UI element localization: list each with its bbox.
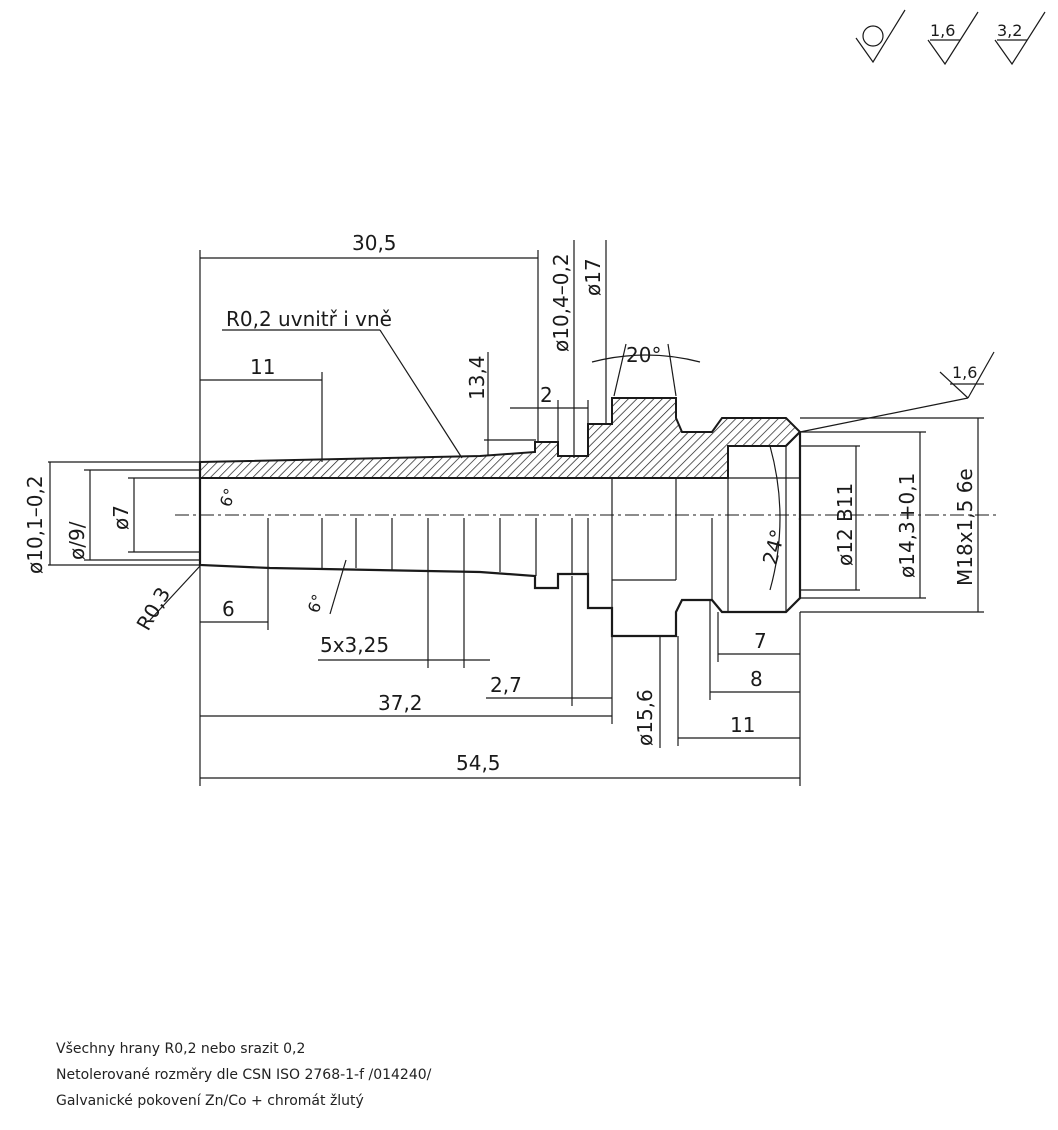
finish-symbol-general — [855, 9, 906, 64]
dim-angle-20: 20° — [626, 343, 661, 367]
dim-d-17: ø17 — [581, 258, 605, 296]
surface-finish-symbols: 1,6 3,2 — [855, 9, 1046, 66]
dim-d-9: ø/9/ — [65, 521, 89, 560]
dim-d-7: ø7 — [109, 505, 133, 530]
dim-angle-6-bottom: 6° — [304, 592, 328, 616]
note-line-3: Galvanické pokovení Zn/Co + chromát žlut… — [56, 1093, 364, 1109]
dim-8: 8 — [750, 667, 763, 691]
dim-finish-1-6: 1,6 — [952, 363, 977, 382]
dim-r-0-3: R0,3 — [132, 583, 176, 635]
finish-symbol-1-6: 1,6 — [927, 11, 979, 66]
drawing-notes: Všechny hrany R0,2 nebo srazit 0,2 Netol… — [56, 1036, 431, 1114]
part-outline-lower — [198, 432, 802, 638]
dim-6: 6 — [222, 597, 235, 621]
note-line-1: Všechny hrany R0,2 nebo srazit 0,2 — [56, 1041, 306, 1057]
dimension-labels: 30,5 R0,2 uvnitř i vně 11 ø10,4–0,2 ø17 … — [23, 231, 977, 775]
finish-label-1-6: 1,6 — [930, 21, 955, 40]
dim-d-12: ø12 B11 — [833, 483, 857, 566]
dim-2-7: 2,7 — [490, 673, 522, 697]
dim-d-15-6: ø15,6 — [633, 689, 657, 746]
dim-thread: M18x1,5 6e — [953, 468, 977, 586]
dim-30-5: 30,5 — [352, 231, 397, 255]
dim-d-14-3: ø14,3+0,1 — [895, 473, 919, 578]
dim-11-top: 11 — [250, 355, 275, 379]
dim-d-10-4: ø10,4–0,2 — [549, 253, 573, 352]
dim-angle-6-top: 6° — [216, 486, 240, 510]
dim-grooves: 5x3,25 — [320, 633, 389, 657]
dim-d-10-1: ø10,1–0,2 — [23, 475, 47, 574]
dimension-lines — [48, 240, 995, 786]
note-line-2: Netolerované rozměry dle CSN ISO 2768-1-… — [56, 1067, 432, 1083]
dim-7: 7 — [754, 629, 767, 653]
dim-37-2: 37,2 — [378, 691, 423, 715]
dim-11-bottom: 11 — [730, 713, 755, 737]
dim-angle-24: 24° — [758, 527, 790, 567]
finish-label-3-2: 3,2 — [997, 21, 1022, 40]
dim-54-5: 54,5 — [456, 751, 501, 775]
dim-radius-note: R0,2 uvnitř i vně — [226, 307, 392, 331]
finish-symbol-3-2: 3,2 — [994, 11, 1046, 66]
hatched-section — [199, 397, 802, 479]
dim-2: 2 — [540, 383, 553, 407]
dim-13-4: 13,4 — [465, 355, 489, 400]
